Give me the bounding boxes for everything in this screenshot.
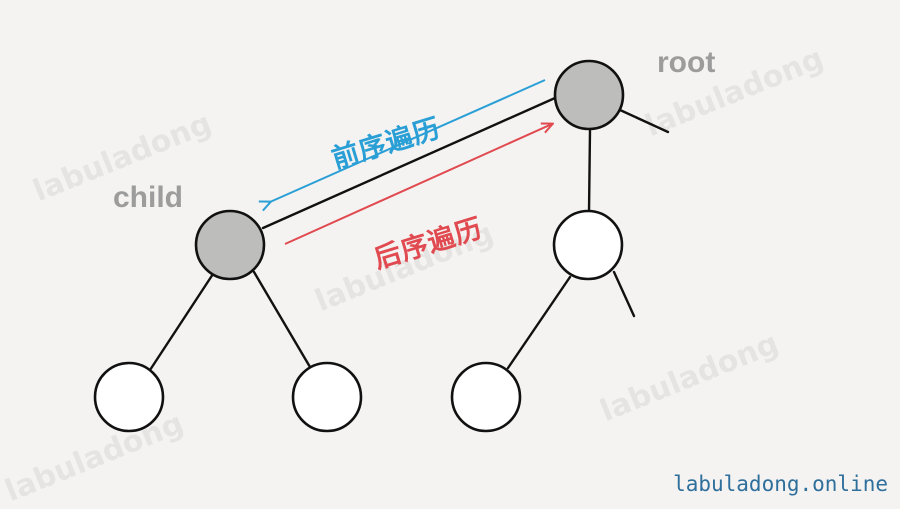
- edge-right-left: [506, 275, 572, 370]
- right-child-node: [552, 209, 624, 281]
- leaf-node: [93, 361, 165, 433]
- edge-child-right: [252, 270, 312, 369]
- leaf-node: [450, 361, 522, 433]
- site-credit: labuladong.online: [673, 472, 888, 496]
- edge-root-right: [587, 128, 592, 214]
- edge-right-right-stub: [612, 270, 636, 318]
- child-label: child: [113, 181, 184, 214]
- root-node: [553, 59, 625, 131]
- leaf-node: [291, 361, 363, 433]
- edge-root-child: [261, 96, 557, 230]
- edge-child-left: [148, 272, 215, 372]
- preorder-arrow: [270, 79, 546, 202]
- root-label: root: [657, 46, 716, 79]
- edge-root-right-stub: [618, 108, 670, 134]
- child-node: [194, 209, 266, 281]
- postorder-arrow: [284, 124, 552, 245]
